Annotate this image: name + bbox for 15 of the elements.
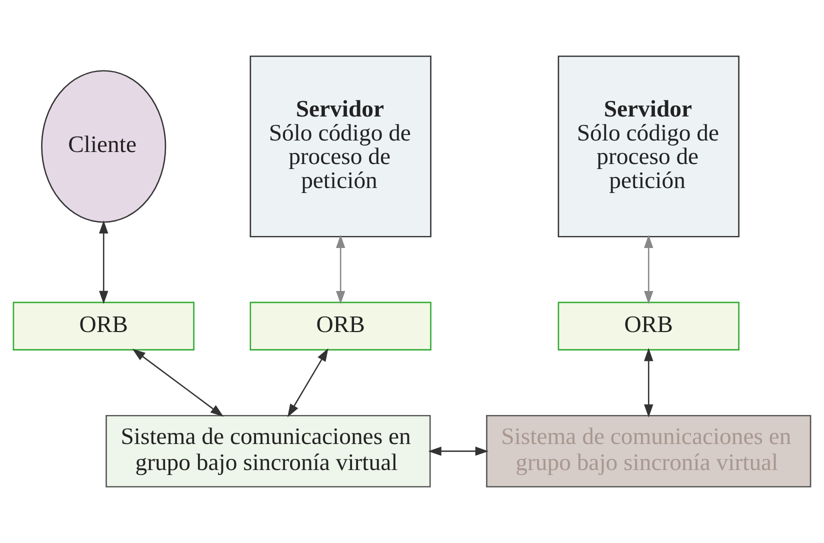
- node-box: Sistema de comunicaciones en grupo bajo sincronía virtual: [106, 415, 431, 488]
- arrow: [644, 348, 654, 418]
- node-box: Servidor Sólo código de proceso de petición: [558, 56, 740, 238]
- node-box: ORB: [12, 302, 194, 350]
- arrow: [99, 220, 108, 304]
- node-ellipse: Cliente: [41, 70, 166, 223]
- arrow: [644, 234, 654, 304]
- node-box: Servidor Sólo código de proceso de petición: [250, 56, 432, 238]
- node-box: ORB: [250, 302, 432, 350]
- arrow: [287, 348, 328, 418]
- node-box: ORB: [558, 302, 740, 350]
- arrow: [336, 234, 346, 304]
- node-box: Sistema de comunicaciones en grupo bajo sincronía virtual: [486, 415, 812, 488]
- arrow: [428, 446, 488, 456]
- arrow: [132, 348, 224, 417]
